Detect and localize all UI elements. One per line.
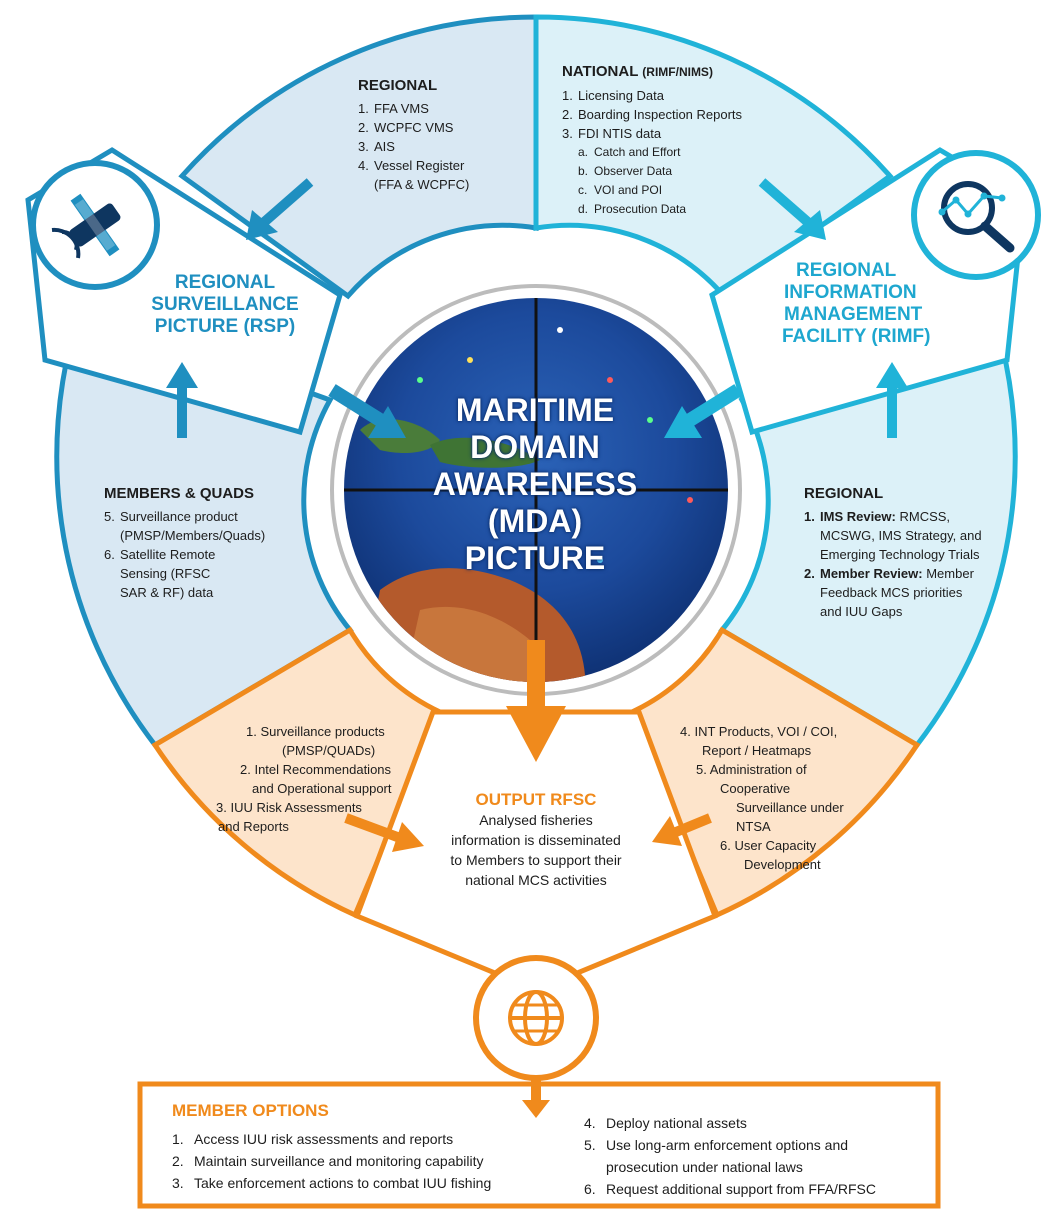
list-item: 2.Member Review: Member <box>804 566 974 581</box>
list-item-continuation: and Reports <box>218 819 289 834</box>
member-options-right: 4.Deploy national assets 5.Use long-arm … <box>584 1112 924 1200</box>
list-item-continuation: Emerging Technology Trials <box>820 547 980 562</box>
list-item: 4.Vessel Register <box>358 158 465 173</box>
list-item: 1.FFA VMS <box>358 101 429 116</box>
output-rfsc-text: OUTPUT RFSC Analysed fisheries informati… <box>426 790 646 890</box>
member-options-left: MEMBER OPTIONS 1.Access IUU risk assessm… <box>172 1100 532 1194</box>
arrow-regional-to-rsp <box>246 178 314 240</box>
list-item-continuation: and Operational support <box>252 781 392 796</box>
list-item-continuation: (PMSP/Members/Quads) <box>120 528 266 543</box>
output-rfsc-heading: OUTPUT RFSC <box>475 790 597 809</box>
output-rfsc-line: to Members to support their <box>450 852 622 868</box>
sub-list-item: c.VOI and POI <box>578 183 663 197</box>
output-rfsc-line: Analysed fisheries <box>479 812 593 828</box>
national-sources-list: NATIONAL (RIMF/NIMS) 1.Licensing Data 2.… <box>562 62 802 219</box>
output-rfsc-line: information is disseminated <box>451 832 621 848</box>
list-item-continuation: and IUU Gaps <box>820 604 903 619</box>
list-item-continuation: (PMSP/QUADs) <box>282 743 376 758</box>
output-rfsc-line: national MCS activities <box>465 872 607 888</box>
list-item: 1.Licensing Data <box>562 88 664 103</box>
arrow-regional-to-rimf <box>876 362 908 438</box>
list-item: 2.WCPFC VMS <box>358 120 454 135</box>
regional-right-heading: REGIONAL <box>804 485 884 502</box>
mda-title: MARITIME DOMAIN AWARENESS (MDA) PICTURE <box>432 392 638 576</box>
arrow-members-to-rsp <box>166 362 198 438</box>
list-item-continuation: Sensing (RFSC <box>120 566 211 581</box>
list-item: 3.Take enforcement actions to combat IUU… <box>172 1175 492 1191</box>
list-item: 5.Surveillance product <box>104 509 238 524</box>
member-options-heading: MEMBER OPTIONS <box>172 1101 329 1120</box>
list-item-continuation: SAR & RF) data <box>120 585 214 600</box>
list-item: 1.Access IUU risk assessments and report… <box>172 1131 454 1147</box>
arrow-rsp-to-mda <box>328 384 406 438</box>
members-quads-heading: MEMBERS & QUADS <box>104 485 255 502</box>
magnifier-analytics-icon <box>911 150 1041 280</box>
globe-icon <box>473 955 599 1081</box>
regional-sources-list: REGIONAL 1.FFA VMS 2.WCPFC VMS 3.AIS 4.V… <box>358 76 528 194</box>
list-item: 2. Intel Recommendations <box>240 762 392 777</box>
list-item: 6. User Capacity <box>720 838 817 853</box>
list-item: 4. INT Products, VOI / COI, <box>680 724 838 739</box>
list-item: 2.Maintain surveillance and monitoring c… <box>172 1153 484 1169</box>
list-item: 6.Request additional support from FFA/RF… <box>584 1181 877 1197</box>
rimf-title: REGIONAL INFORMATION MANAGEMENT FACILITY… <box>782 260 931 347</box>
right-outputs-list: 4. INT Products, VOI / COI, Report / Hea… <box>680 722 880 874</box>
satellite-icon <box>30 160 160 290</box>
output-rfsc-panel <box>353 709 719 993</box>
list-item-continuation: Feedback MCS priorities <box>820 585 963 600</box>
list-item: 3. IUU Risk Assessments <box>216 800 362 815</box>
sub-list-item: a.Catch and Effort <box>578 145 681 159</box>
list-item: 3.FDI NTIS data <box>562 126 662 141</box>
list-item-continuation: prosecution under national laws <box>606 1159 803 1175</box>
list-item-continuation: Surveillance under NTSA <box>736 800 844 834</box>
national-heading: NATIONAL (RIMF/NIMS) <box>562 63 713 80</box>
list-item: 5.Use long-arm enforcement options and <box>584 1137 849 1153</box>
left-outputs-list: 1. Surveillance products (PMSP/QUADs) 2.… <box>210 722 410 836</box>
rsp-title: REGIONAL SURVEILLANCE PICTURE (RSP) <box>151 272 299 337</box>
arrow-to-member-options <box>522 1078 550 1118</box>
list-item: 1. Surveillance products <box>246 724 385 739</box>
members-quads-list: MEMBERS & QUADS 5.Surveillance product (… <box>104 484 324 602</box>
regional-top-heading: REGIONAL <box>358 77 438 94</box>
list-item-continuation: Report / Heatmaps <box>702 743 812 758</box>
list-item: 6.Satellite Remote <box>104 547 216 562</box>
arrow-left-output-to-rfsc <box>344 813 424 852</box>
arrow-mda-to-output <box>506 640 566 762</box>
arrow-rimf-to-mda <box>664 384 742 438</box>
list-item: 5. Administration of <box>696 762 807 777</box>
list-item-continuation: MCSWG, IMS Strategy, and <box>820 528 982 543</box>
arrow-right-output-to-rfsc <box>652 813 712 846</box>
list-item: 1.IMS Review: RMCSS, <box>804 509 951 524</box>
sub-list-item: d.Prosecution Data <box>578 202 687 216</box>
list-item-continuation: (FFA & WCPFC) <box>374 177 470 192</box>
list-item: 3.AIS <box>358 139 395 154</box>
list-item-continuation: Development <box>744 857 821 872</box>
sub-list-item: b.Observer Data <box>578 164 673 178</box>
list-item: 4.Deploy national assets <box>584 1115 747 1131</box>
list-item: 2.Boarding Inspection Reports <box>562 107 743 122</box>
regional-review-list: REGIONAL 1.IMS Review: RMCSS, MCSWG, IMS… <box>804 484 994 621</box>
arrow-national-to-rimf <box>758 178 826 240</box>
list-item-continuation: Cooperative <box>720 781 791 796</box>
